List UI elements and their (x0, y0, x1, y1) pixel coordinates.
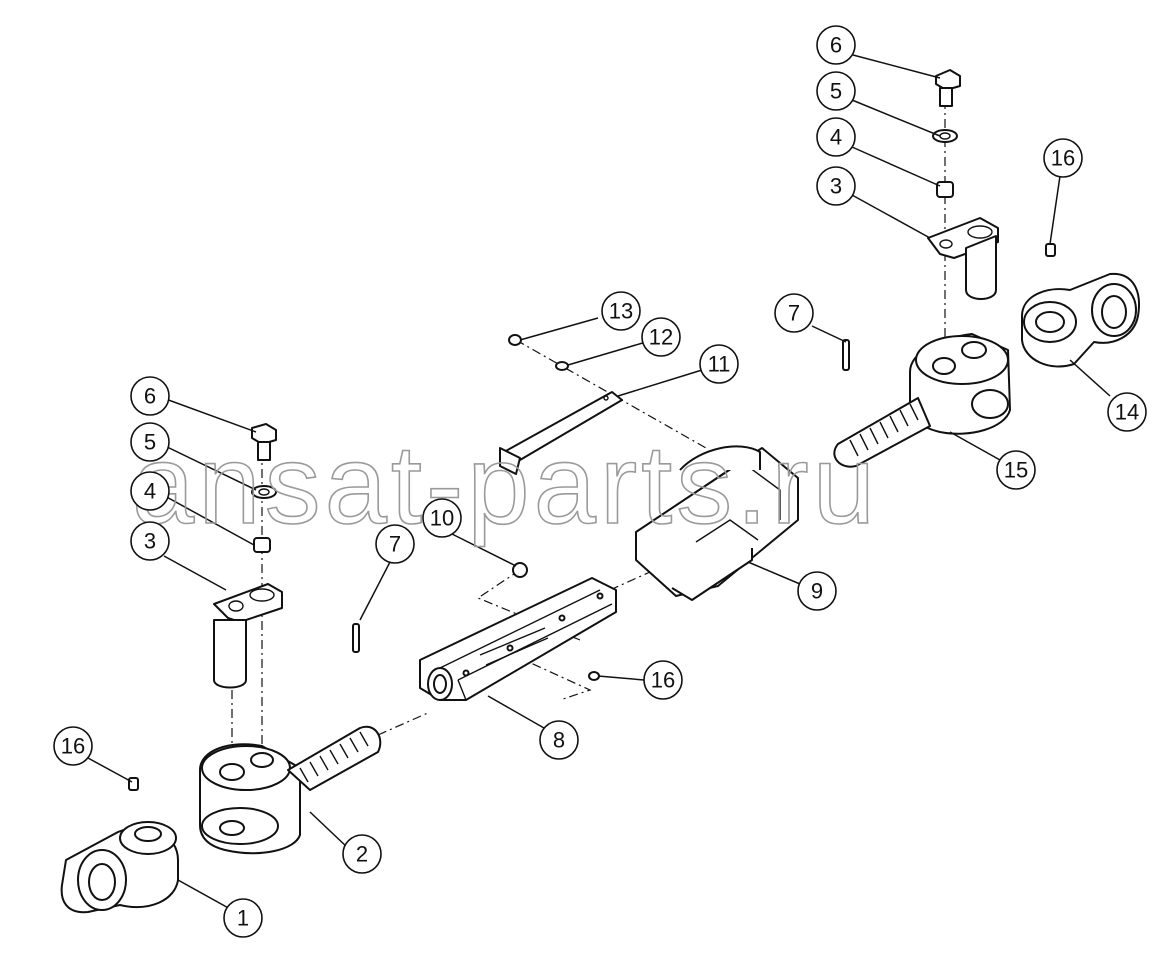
callout-3-lower: 3 (130, 521, 170, 561)
svg-text:10: 10 (430, 506, 454, 531)
svg-text:6: 6 (830, 33, 842, 58)
svg-text:5: 5 (144, 430, 156, 455)
leader-lines (87, 54, 1111, 911)
part-4-upper-spacer (936, 181, 954, 198)
svg-text:3: 3 (144, 529, 156, 554)
part-7-lower-roll-pin (352, 623, 360, 653)
callout-4-upper: 4 (816, 117, 856, 157)
part-13-screw (508, 334, 522, 346)
callout-10: 10 (422, 498, 462, 538)
svg-text:13: 13 (609, 299, 633, 324)
svg-text:8: 8 (553, 728, 565, 753)
watermark: ansat-parts.ru (132, 422, 879, 547)
callout-16-lower: 16 (53, 726, 93, 766)
svg-text:3: 3 (830, 174, 842, 199)
callout-5-lower: 5 (130, 422, 170, 462)
svg-text:2: 2 (356, 842, 368, 867)
svg-text:16: 16 (1051, 146, 1075, 171)
part-12-nut (555, 361, 569, 371)
callout-16-middle: 16 (643, 660, 683, 700)
callout-16-upper: 16 (1043, 138, 1083, 178)
callout-5-upper: 5 (816, 71, 856, 111)
svg-text:15: 15 (1004, 458, 1028, 483)
callout-9: 9 (797, 571, 837, 611)
part-6-upper-bolt (935, 69, 961, 107)
callout-4-lower: 4 (130, 471, 170, 511)
part-1-ball-end (60, 821, 179, 914)
callout-2: 2 (342, 834, 382, 874)
callout-7-upper: 7 (774, 293, 814, 333)
part-16-fitting-upper (1045, 243, 1056, 257)
svg-text:1: 1 (237, 906, 249, 931)
callout-6-upper: 6 (816, 25, 856, 65)
callout-11: 11 (699, 344, 739, 384)
svg-text:7: 7 (788, 301, 800, 326)
callout-7-lower: 7 (375, 524, 415, 564)
part-6-lower-bolt (251, 423, 277, 461)
callout-15: 15 (996, 450, 1036, 490)
part-15-upper-clevis (833, 333, 1011, 468)
part-2-lower-clevis (199, 725, 382, 855)
svg-text:16: 16 (651, 668, 675, 693)
part-10-ball (512, 562, 528, 578)
callout-14: 14 (1107, 392, 1147, 432)
part-3-upper-pin (927, 217, 999, 300)
part-8-hex-barrel (419, 577, 617, 701)
svg-text:6: 6 (144, 384, 156, 409)
svg-text:7: 7 (389, 532, 401, 557)
svg-text:5: 5 (830, 79, 842, 104)
callout-1: 1 (223, 898, 263, 938)
callout-3-upper: 3 (816, 166, 856, 206)
callout-8: 8 (539, 720, 579, 760)
part-5-upper-washer (932, 129, 958, 143)
svg-text:14: 14 (1115, 400, 1139, 425)
callout-13: 13 (601, 291, 641, 331)
svg-text:11: 11 (708, 352, 731, 377)
part-5-lower-washer (251, 485, 277, 499)
svg-text:4: 4 (144, 479, 156, 504)
part-3-lower-pin (213, 583, 283, 689)
svg-text:4: 4 (830, 125, 842, 150)
part-14-ball-end (1021, 272, 1140, 368)
part-16-fitting-lower (128, 777, 139, 791)
callout-6-lower: 6 (130, 376, 170, 416)
part-9-lock-sleeve (635, 445, 799, 601)
svg-text:12: 12 (649, 325, 673, 350)
svg-text:9: 9 (811, 579, 823, 604)
part-7-upper-roll-pin (842, 339, 850, 371)
callout-12: 12 (641, 317, 681, 357)
part-16-fitting-middle (588, 671, 600, 681)
svg-text:16: 16 (61, 734, 85, 759)
part-11-spring-clip (499, 391, 623, 475)
